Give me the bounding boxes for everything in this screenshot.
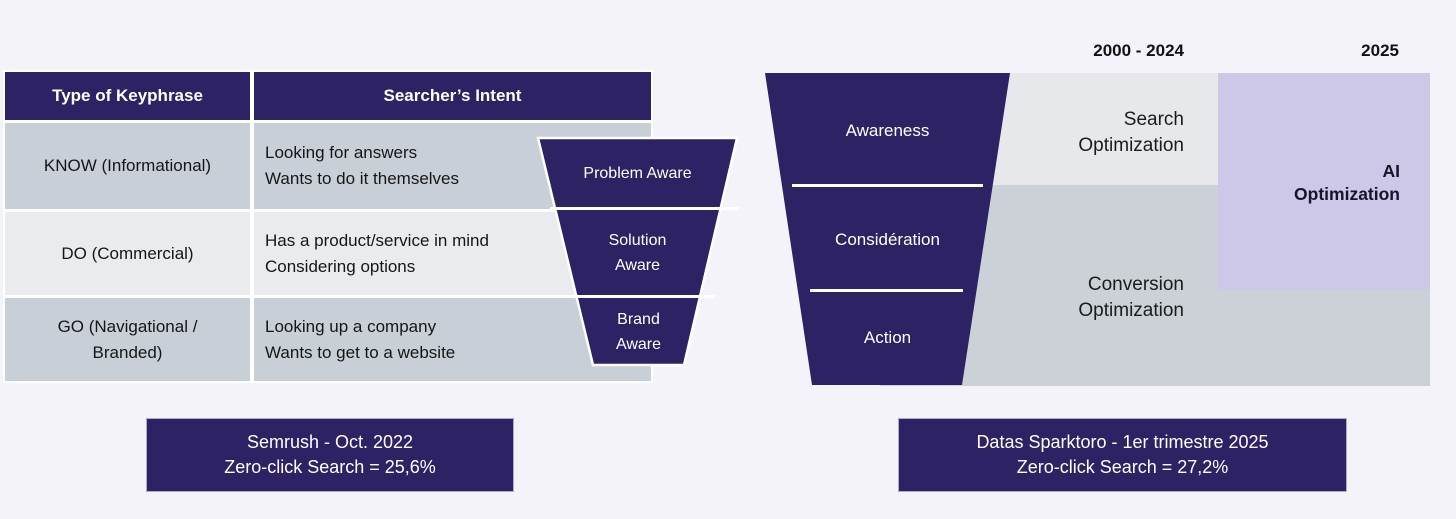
funnel-stage-action: Action [863, 328, 912, 347]
source-semrush-line1: Semrush - Oct. 2022 [246, 432, 414, 452]
journey-funnel-divider-2 [810, 289, 963, 292]
conversion-optimization-label: Conversion Optimization [1078, 274, 1184, 321]
table-cell-go: GO (Navigational / Branded) [5, 298, 250, 381]
ai-optimization-label: AI Optimization [1294, 161, 1400, 204]
source-semrush-line2: Zero-click Search = 25,6% [224, 457, 436, 477]
awareness-funnel-shape [536, 136, 739, 367]
timeline-era-2025: 2025 [1361, 41, 1399, 60]
source-box-sparktoro: Datas Sparktoro - 1er trimestre 2025 Zer… [898, 418, 1347, 492]
keyphrase-table: Type of Keyphrase Searcher’s Intent KNOW… [3, 70, 653, 383]
source-box-semrush: Semrush - Oct. 2022 Zero-click Search = … [146, 418, 514, 492]
table-header-type-of-keyphrase: Type of Keyphrase [5, 72, 250, 120]
table-cell-do: DO (Commercial) [5, 212, 250, 295]
ai-optimization-block [1218, 73, 1430, 290]
journey-funnel-shape [765, 73, 1010, 385]
table-header-searchers-intent: Searcher’s Intent [254, 72, 651, 120]
funnel-stage-brand-aware: Brand Aware [615, 311, 662, 353]
journey-funnel-divider-1 [792, 184, 983, 187]
source-sparktoro-line1: Datas Sparktoro - 1er trimestre 2025 [976, 432, 1269, 452]
timeline-era-2000-2024: 2000 - 2024 [1093, 41, 1184, 60]
awareness-funnel-divider-1 [550, 207, 739, 210]
funnel-stage-awareness: Awareness [845, 121, 930, 140]
funnel-stage-problem-aware: Problem Aware [583, 165, 692, 182]
awareness-funnel-divider-2 [572, 295, 715, 298]
funnel-stage-consideration: Considération [835, 230, 940, 249]
search-optimization-label: Search Optimization [1078, 109, 1184, 156]
source-sparktoro-line2: Zero-click Search = 27,2% [1016, 457, 1229, 477]
table-cell-know: KNOW (Informational) [5, 123, 250, 209]
funnel-stage-solution-aware: Solution Aware [608, 232, 667, 274]
